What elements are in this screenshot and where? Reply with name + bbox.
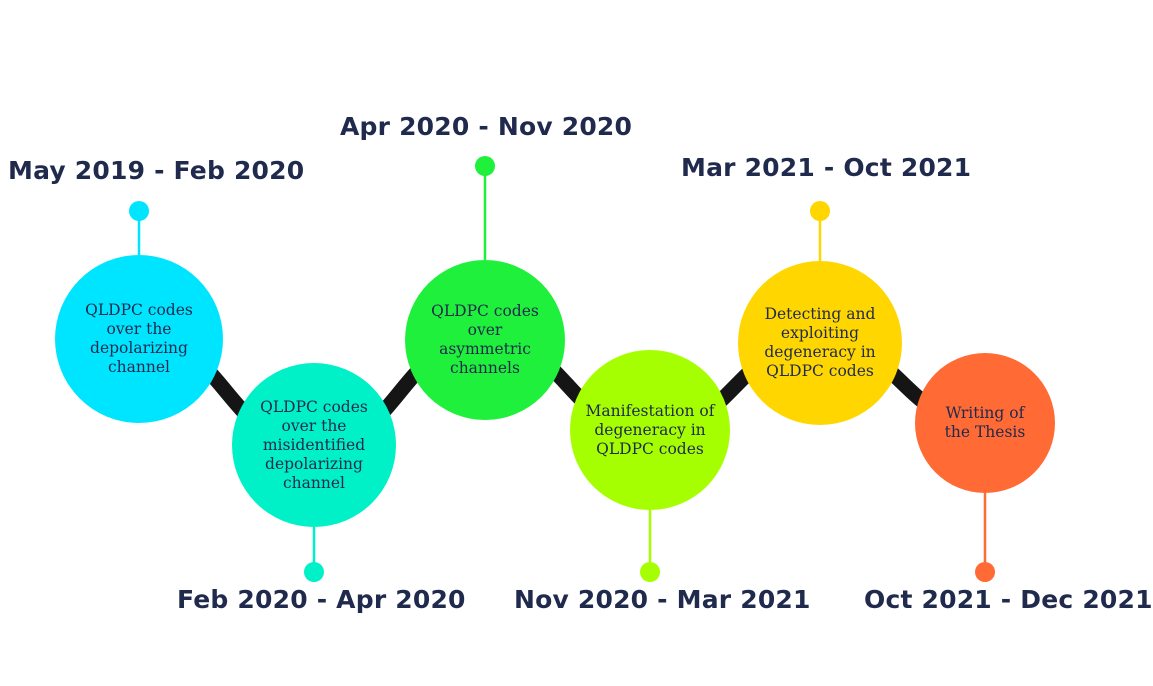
- milestone-dot-1: [129, 201, 149, 221]
- milestone-circle-3: [405, 260, 565, 420]
- milestone-date-3: Apr 2020 - Nov 2020: [340, 112, 633, 141]
- milestone-dot-2: [304, 562, 324, 582]
- milestone-date-1: May 2019 - Feb 2020: [8, 156, 305, 185]
- milestone-date-2: Feb 2020 - Apr 2020: [177, 585, 466, 614]
- milestone-circle-2: [232, 363, 396, 527]
- milestone-circle-6: [915, 353, 1055, 493]
- milestone-circle-5: [738, 261, 902, 425]
- milestone-dot-3: [475, 156, 495, 176]
- milestone-dot-6: [975, 562, 995, 582]
- milestone-date-4: Nov 2020 - Mar 2021: [514, 585, 811, 614]
- milestone-date-5: Mar 2021 - Oct 2021: [681, 153, 972, 182]
- timeline-circles: [55, 255, 1055, 527]
- milestone-circle-4: [570, 350, 730, 510]
- milestone-date-6: Oct 2021 - Dec 2021: [864, 585, 1153, 614]
- milestone-dot-4: [640, 562, 660, 582]
- milestone-dot-5: [810, 201, 830, 221]
- timeline-stems: [129, 156, 995, 582]
- milestone-circle-1: [55, 255, 223, 423]
